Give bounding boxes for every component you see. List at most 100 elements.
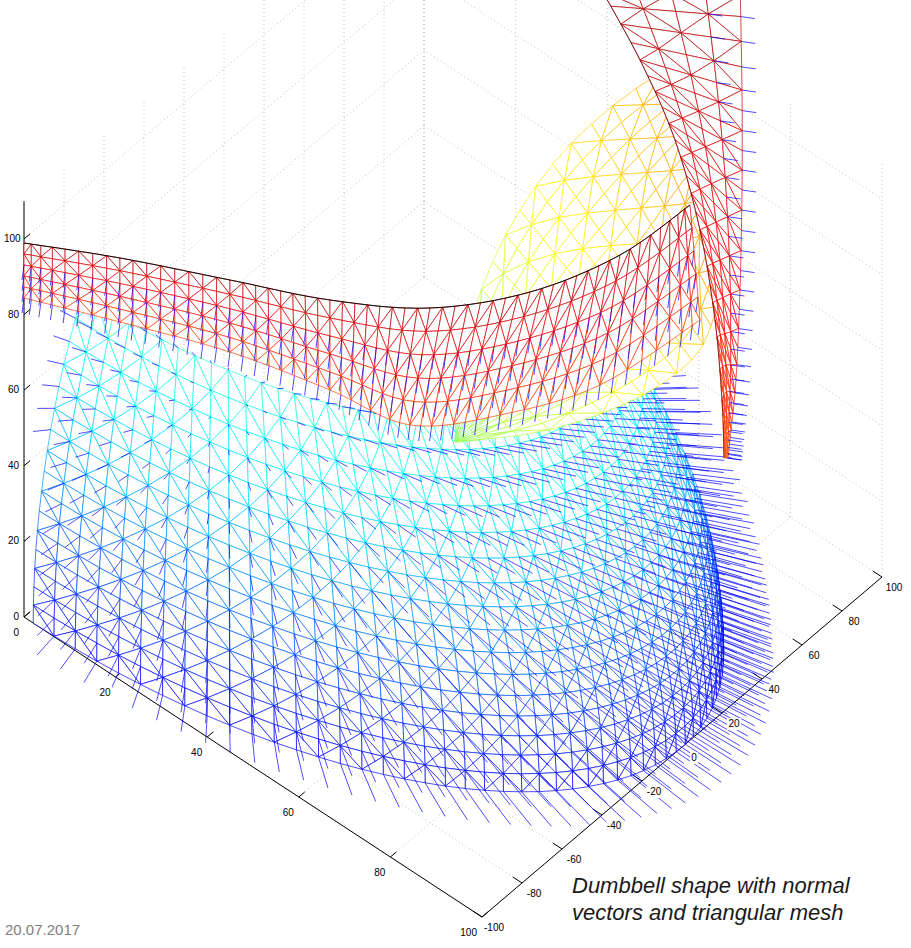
mesh-triangle bbox=[185, 698, 207, 716]
mesh-triangle bbox=[274, 732, 296, 750]
normal-vector bbox=[278, 388, 284, 389]
mesh-triangle bbox=[564, 492, 576, 522]
normal-vector bbox=[376, 636, 391, 658]
normal-vector bbox=[206, 621, 208, 640]
tick-mark bbox=[24, 536, 30, 541]
tick-mark bbox=[24, 461, 30, 466]
normal-vector bbox=[358, 491, 372, 500]
normal-vector bbox=[362, 751, 376, 782]
normal-vector bbox=[503, 791, 531, 825]
normal-vector bbox=[515, 696, 544, 723]
normal-vector bbox=[72, 474, 86, 480]
grid-line bbox=[104, 549, 562, 849]
normal-vector bbox=[542, 652, 574, 675]
mesh-triangle bbox=[522, 774, 540, 792]
grid-line bbox=[424, 50, 882, 350]
normal-vector bbox=[526, 530, 557, 543]
tick-mark bbox=[390, 852, 396, 857]
normal-vector bbox=[82, 408, 95, 410]
normal-vector bbox=[229, 567, 231, 582]
normal-vector bbox=[366, 543, 381, 557]
normal-vector bbox=[40, 563, 57, 576]
grid-line bbox=[424, 0, 425, 277]
normal-vector bbox=[505, 630, 533, 651]
normal-vector bbox=[312, 575, 321, 591]
normal-vector bbox=[427, 448, 448, 454]
normal-vector bbox=[310, 551, 319, 565]
normal-vector bbox=[445, 786, 467, 820]
normal-vector bbox=[37, 408, 54, 409]
normal-vector bbox=[169, 400, 174, 401]
normal-vector bbox=[443, 505, 466, 516]
mesh-triangle bbox=[472, 533, 488, 559]
normal-vector bbox=[383, 756, 399, 787]
normal-vector bbox=[182, 591, 186, 608]
normal-vector bbox=[314, 619, 323, 639]
mesh-triangle bbox=[603, 766, 618, 784]
mesh-triangle bbox=[424, 727, 445, 749]
normal-vector bbox=[249, 531, 252, 543]
normal-vectors bbox=[33, 284, 774, 826]
normal-vector bbox=[380, 679, 396, 704]
normal-vector bbox=[296, 675, 303, 699]
mesh-triangle bbox=[433, 625, 455, 650]
normal-vector bbox=[308, 527, 317, 539]
grid-line bbox=[424, 277, 882, 577]
normal-vector bbox=[347, 538, 360, 551]
mesh-triangle bbox=[280, 417, 300, 450]
normal-vector bbox=[207, 559, 209, 573]
normal-vector bbox=[62, 397, 77, 399]
normal-vector bbox=[445, 768, 467, 801]
normal-vector bbox=[229, 545, 231, 558]
mesh-triangle bbox=[465, 770, 485, 790]
normal-vector bbox=[343, 513, 355, 524]
normal-vector bbox=[229, 670, 231, 693]
normal-vector bbox=[553, 628, 586, 649]
normal-vector bbox=[251, 639, 254, 660]
normal-vector bbox=[504, 558, 533, 573]
normal-vector bbox=[370, 468, 385, 475]
normal-vector bbox=[290, 545, 297, 559]
normal-vector bbox=[372, 591, 387, 609]
normal-vector bbox=[334, 603, 345, 622]
normal-vector bbox=[503, 505, 532, 516]
normal-vector bbox=[246, 405, 248, 406]
grid-line bbox=[24, 126, 424, 466]
mesh-triangle bbox=[404, 765, 425, 783]
normal-vector bbox=[421, 687, 441, 713]
normal-vector bbox=[400, 683, 418, 709]
normal-vector bbox=[137, 529, 145, 540]
normal-vector bbox=[37, 636, 54, 655]
mesh-triangle bbox=[394, 618, 416, 644]
normal-vector bbox=[206, 679, 208, 703]
normal-vector bbox=[404, 742, 422, 772]
mesh-triangle bbox=[42, 491, 62, 524]
normal-vector bbox=[399, 662, 417, 686]
tick-mark bbox=[207, 732, 213, 737]
normal-vector bbox=[331, 432, 342, 436]
mesh-triangle bbox=[484, 754, 504, 774]
normal-vector bbox=[174, 344, 179, 348]
normal-vector bbox=[91, 359, 104, 363]
normal-vector bbox=[51, 463, 67, 468]
grid-line bbox=[207, 397, 607, 737]
normal-vector bbox=[444, 730, 466, 760]
normal-vector bbox=[167, 425, 172, 428]
normal-vector bbox=[463, 733, 487, 763]
normal-vector bbox=[133, 353, 142, 357]
normal-vector bbox=[420, 476, 440, 484]
normal-vector bbox=[374, 614, 389, 634]
normal-vector bbox=[250, 553, 253, 567]
normal-vector bbox=[330, 557, 341, 572]
normal-vector bbox=[425, 765, 445, 797]
normal-vector bbox=[113, 539, 123, 551]
mesh-triangle bbox=[97, 625, 119, 655]
normal-vector bbox=[54, 442, 70, 445]
grid-line bbox=[390, 517, 790, 857]
normal-vector bbox=[394, 618, 411, 638]
mesh-triangle bbox=[76, 594, 97, 625]
normal-vector bbox=[110, 599, 120, 616]
mesh-triangle bbox=[403, 447, 419, 476]
mesh-triangle bbox=[483, 583, 500, 607]
normal-vector bbox=[147, 416, 154, 418]
